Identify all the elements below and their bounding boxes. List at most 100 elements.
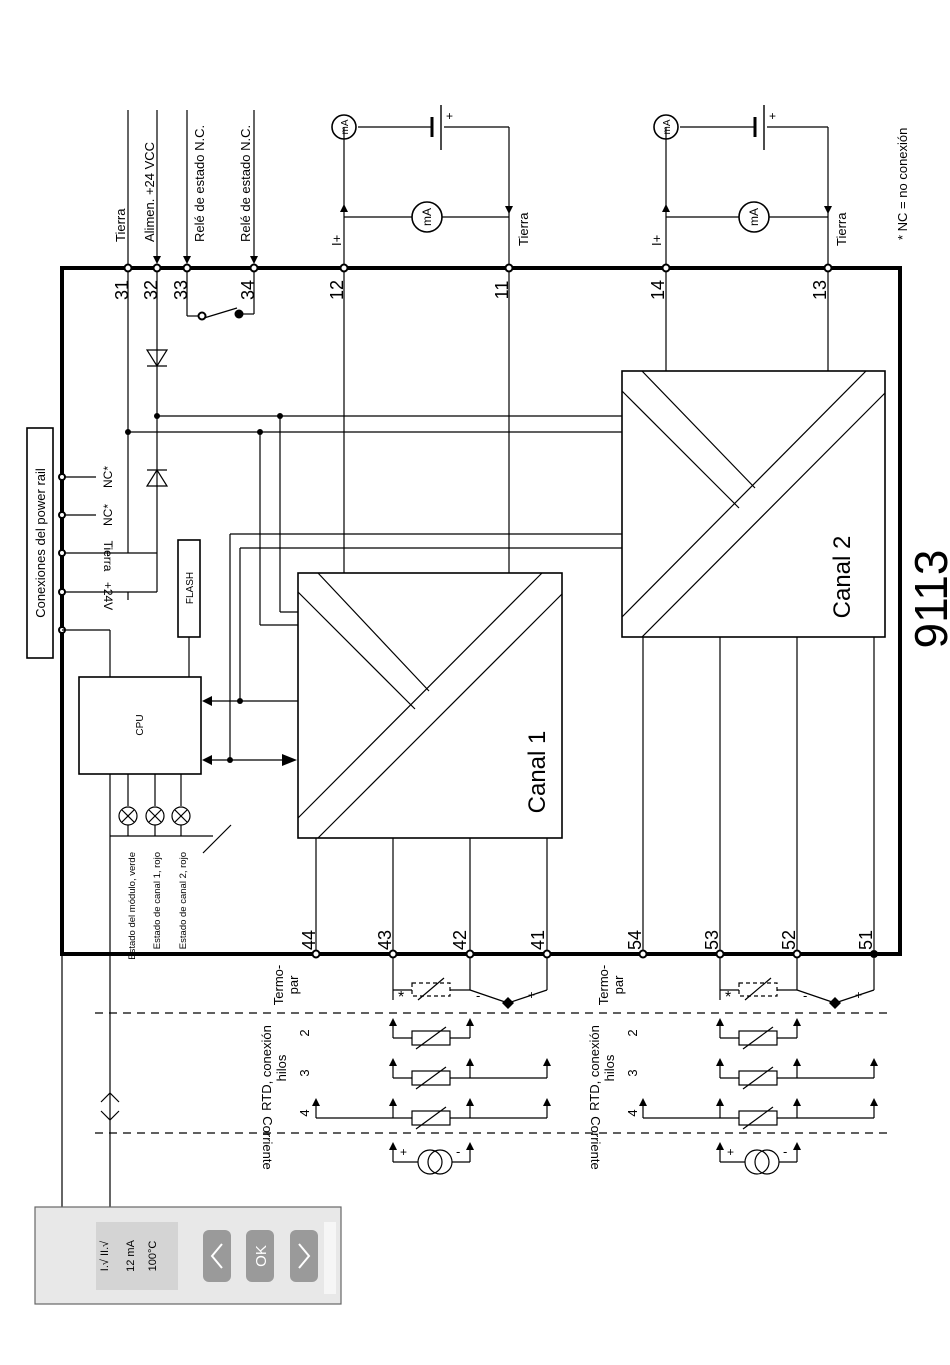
label-13: Tierra bbox=[834, 212, 849, 246]
terminal-41: 41 bbox=[528, 930, 548, 950]
rtd-label-ch2: RTD, conexiónhilos bbox=[587, 1025, 617, 1111]
output-loop-ch1: mA mA + bbox=[331, 105, 513, 264]
milliamp-meter-icon bbox=[411, 201, 443, 233]
power-rail-pins: NC* NC* Tierra +24V bbox=[58, 466, 157, 634]
ch1-thermocouple: * - + bbox=[392, 958, 548, 1009]
relay-contact bbox=[186, 272, 255, 321]
rtd-sensor-icon bbox=[716, 1018, 801, 1050]
status-leds: Estado del módulo, verde Estado de canal… bbox=[109, 774, 232, 1215]
power-rail-title: Conexiones del power rail bbox=[33, 468, 48, 618]
led-icon bbox=[171, 806, 191, 826]
ch1-rtd bbox=[312, 1018, 551, 1130]
label-34: Relé de estado N.C. bbox=[238, 125, 253, 242]
current-minus-ch2: - bbox=[783, 1144, 787, 1159]
channel-2-label: Canal 2 bbox=[829, 536, 856, 619]
thermocouple-label-ch1: Termo-par bbox=[271, 965, 301, 1005]
model-number: 9113 bbox=[905, 550, 950, 649]
current-minus-ch1: - bbox=[456, 1144, 460, 1159]
wires-3-ch2: 3 bbox=[625, 1069, 640, 1076]
terminal-32: 32 bbox=[141, 280, 161, 300]
tc-plus: + bbox=[528, 988, 535, 1002]
label-14: I+ bbox=[649, 235, 664, 246]
display-line-1: I.√ II.√ bbox=[99, 1240, 111, 1271]
current-source-icon bbox=[744, 1149, 780, 1175]
rail-pin-ground: Tierra bbox=[101, 541, 115, 572]
terminal-13: 13 bbox=[810, 280, 830, 300]
terminal-11: 11 bbox=[492, 281, 512, 300]
power-rail-box: Conexiones del power rail bbox=[26, 427, 63, 1215]
terminal-44: 44 bbox=[299, 930, 319, 950]
rtd-label-ch1: RTD, conexiónhilos bbox=[259, 1025, 289, 1111]
rail-pin-nc-2: NC* bbox=[101, 504, 115, 526]
battery-plus-2: + bbox=[769, 109, 776, 123]
terminal-54: 54 bbox=[625, 930, 645, 950]
ok-button[interactable]: OK bbox=[246, 1230, 274, 1282]
display-line-3: 100°C bbox=[147, 1241, 159, 1272]
wires-2-ch1: 2 bbox=[297, 1029, 312, 1036]
meter-label-2: mA bbox=[340, 119, 351, 134]
cpu-label: CPU bbox=[135, 714, 146, 735]
label-12: I+ bbox=[329, 235, 344, 246]
milliamp-meter-icon bbox=[738, 201, 770, 233]
wires-4-ch1: 4 bbox=[297, 1109, 312, 1116]
led-icon bbox=[145, 806, 165, 826]
channel-2-input-wires bbox=[642, 637, 875, 950]
terminal-34: 34 bbox=[238, 280, 258, 300]
rtd-sensor-icon bbox=[312, 1098, 551, 1130]
top-terminals: 31 32 33 34 12 11 14 13 Tierra Alimen. +… bbox=[112, 125, 849, 300]
rail-pin-24v: +24V bbox=[101, 582, 115, 610]
tc-plus-2: + bbox=[855, 988, 862, 1002]
display-unit: I.√ II.√ 12 mA 100°C OK bbox=[34, 1206, 342, 1305]
down-button[interactable] bbox=[290, 1230, 318, 1282]
diode-icon bbox=[145, 349, 169, 368]
ch2-current: + - bbox=[716, 1142, 801, 1175]
current-source-icon bbox=[417, 1149, 453, 1175]
terminal-31: 31 bbox=[112, 280, 132, 300]
led-label-ch2: Estado de canal 2, rojo bbox=[178, 852, 189, 949]
chevron-left-icon bbox=[210, 1243, 223, 1269]
bottom-terminals: 44 43 42 41 54 53 52 51 bbox=[299, 930, 878, 959]
wires-2-ch2: 2 bbox=[625, 1029, 640, 1036]
diode-icon bbox=[145, 468, 169, 487]
wires-3-ch1: 3 bbox=[297, 1069, 312, 1076]
asterisk-2: * bbox=[725, 989, 731, 1006]
supply-wires bbox=[127, 110, 258, 264]
ch2-rtd bbox=[639, 1018, 878, 1130]
label-33: Relé de estado N.C. bbox=[192, 125, 207, 242]
channel-1-input-wires bbox=[315, 838, 548, 950]
thermocouple-label-ch2: Termo-par bbox=[596, 965, 626, 1005]
flash-label: FLASH bbox=[185, 572, 196, 604]
label-11: Tierra bbox=[516, 212, 531, 246]
terminal-52: 52 bbox=[779, 930, 799, 950]
terminal-51: 51 bbox=[856, 930, 876, 950]
terminal-14: 14 bbox=[648, 280, 668, 300]
meter-label-4: mA bbox=[662, 119, 673, 134]
up-button[interactable] bbox=[203, 1230, 231, 1282]
rtd-sensor-icon bbox=[639, 1098, 878, 1130]
current-label-ch2: Corriente bbox=[588, 1116, 603, 1169]
rtd-sensor-icon bbox=[389, 1058, 551, 1090]
battery-plus: + bbox=[446, 109, 453, 123]
data-bus bbox=[202, 533, 622, 766]
meter-label-1: mA bbox=[420, 208, 434, 226]
current-label-ch1: Corriente bbox=[260, 1116, 275, 1169]
rtd-sensor-icon bbox=[716, 1058, 878, 1090]
output-loop-ch2: mA mA + bbox=[653, 105, 832, 264]
label-32: Alimen. +24 VCC bbox=[142, 142, 157, 242]
nc-note: * NC = no conexión bbox=[895, 128, 910, 240]
current-plus-ch2: + bbox=[727, 1145, 734, 1159]
wires-4-ch2: 4 bbox=[625, 1109, 640, 1116]
milliamp-meter-icon bbox=[331, 114, 357, 140]
channel-1-label: Canal 1 bbox=[524, 731, 551, 814]
input-type-labels: Termo-par Termo-par RTD, conexiónhilos R… bbox=[259, 965, 640, 1170]
tc-minus: - bbox=[476, 988, 480, 1003]
ch2-thermocouple: * - + bbox=[719, 958, 875, 1009]
ch1-current: + - bbox=[389, 1142, 474, 1175]
bidirectional-arrow-icon bbox=[100, 1092, 120, 1121]
tc-minus-2: - bbox=[803, 988, 807, 1003]
display-line-2: 12 mA bbox=[125, 1239, 137, 1271]
ok-button-label: OK bbox=[253, 1245, 270, 1267]
terminal-43: 43 bbox=[375, 930, 395, 950]
channel-1-block: Canal 1 bbox=[297, 272, 563, 839]
